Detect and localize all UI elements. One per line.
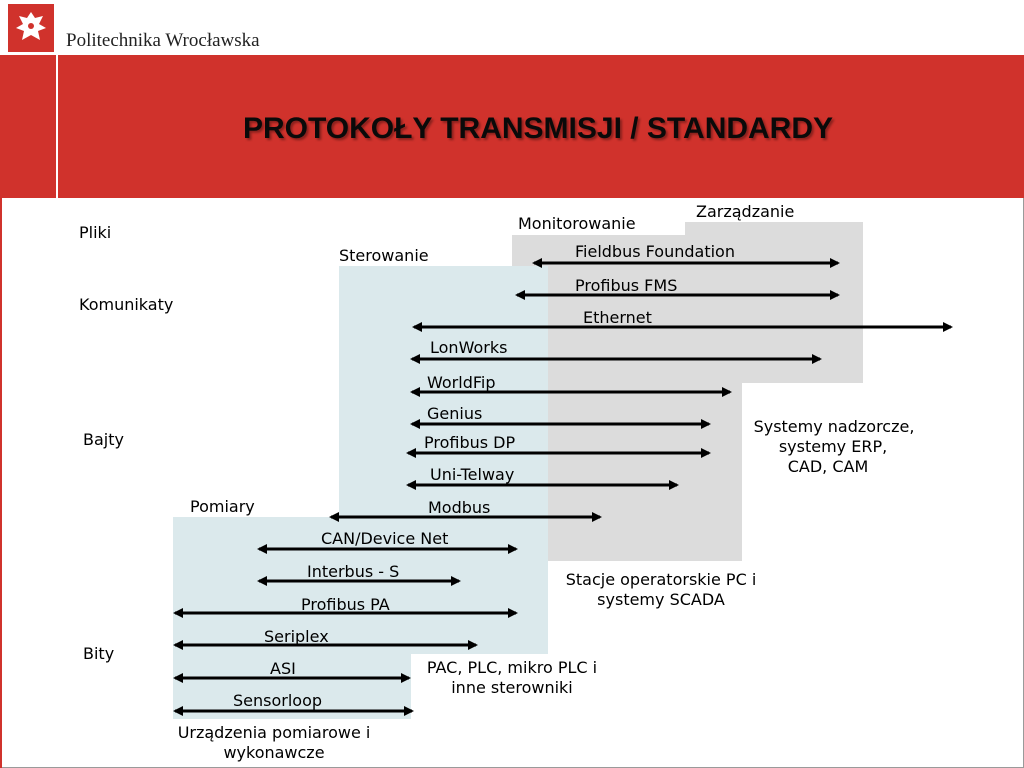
description-nadzorcze-line: Systemy nadzorcze, [753, 417, 915, 436]
title-band [0, 55, 1024, 198]
level-label-komunikaty: Komunikaty [79, 295, 174, 314]
protocol-label-interbus-s: Interbus - S [307, 562, 400, 581]
protocol-label-ethernet: Ethernet [583, 308, 652, 327]
level-label-pliki: Pliki [79, 223, 112, 242]
description-stacje: Stacje operatorskie PC i systemy SCADA [553, 570, 769, 610]
page-title: PROTOKOŁY TRANSMISJI / STANDARDY [242, 112, 834, 145]
protocol-label-genius: Genius [427, 404, 483, 423]
level-label-bajty: Bajty [83, 430, 124, 449]
protocol-label-sensorloop: Sensorloop [233, 691, 323, 710]
zone-label-monitorowanie: Monitorowanie [518, 214, 636, 233]
protocol-label-uni-telway: Uni-Telway [430, 465, 515, 484]
protocol-label-worldfip: WorldFip [427, 373, 496, 392]
description-urzadzenia: Urządzenia pomiarowe i wykonawcze [166, 723, 382, 763]
description-stacje-line: Stacje operatorskie PC i [565, 570, 757, 589]
title-band-divider [56, 55, 58, 198]
description-nadzorcze-line: systemy ERP, [778, 437, 888, 456]
university-crest-icon [8, 4, 54, 52]
zone-label-pomiary: Pomiary [190, 497, 255, 516]
left-accent-line [0, 198, 2, 768]
logo-band: Politechnika Wrocławska [0, 0, 1024, 55]
description-sterowniki: PAC, PLC, mikro PLC i inne sterowniki [414, 658, 610, 698]
protocol-label-lonworks: LonWorks [430, 338, 508, 357]
monitorowanie-zone [512, 235, 742, 561]
protocol-label-modbus: Modbus [428, 498, 491, 517]
institution-name: Politechnika Wrocławska [66, 30, 260, 51]
description-urzadzenia-line: Urządzenia pomiarowe i [177, 723, 371, 742]
description-stacje-line: systemy SCADA [597, 590, 725, 609]
level-label-bity: Bity [83, 644, 115, 663]
protocol-label-fieldbus-foundation: Fieldbus Foundation [575, 242, 735, 261]
description-urzadzenia-line: wykonawcze [223, 743, 325, 762]
zone-label-zarzadzanie: Zarządzanie [696, 202, 795, 221]
description-nadzorcze: Systemy nadzorcze, systemy ERP, CAD, CAM [747, 417, 921, 477]
protocol-label-asi: ASI [270, 659, 296, 678]
description-sterowniki-line: inne sterowniki [451, 678, 573, 697]
description-nadzorcze-line: CAD, CAM [787, 457, 869, 476]
protocol-label-profibus-pa: Profibus PA [301, 595, 390, 614]
protocol-label-seriplex: Seriplex [264, 627, 329, 646]
protocol-label-profibus-fms: Profibus FMS [575, 276, 678, 295]
description-sterowniki-line: PAC, PLC, mikro PLC i [426, 658, 598, 677]
zone-label-sterowanie: Sterowanie [339, 246, 429, 265]
protocol-label-profibus-dp: Profibus DP [424, 433, 516, 452]
protocol-label-can-device-net: CAN/Device Net [321, 529, 449, 548]
